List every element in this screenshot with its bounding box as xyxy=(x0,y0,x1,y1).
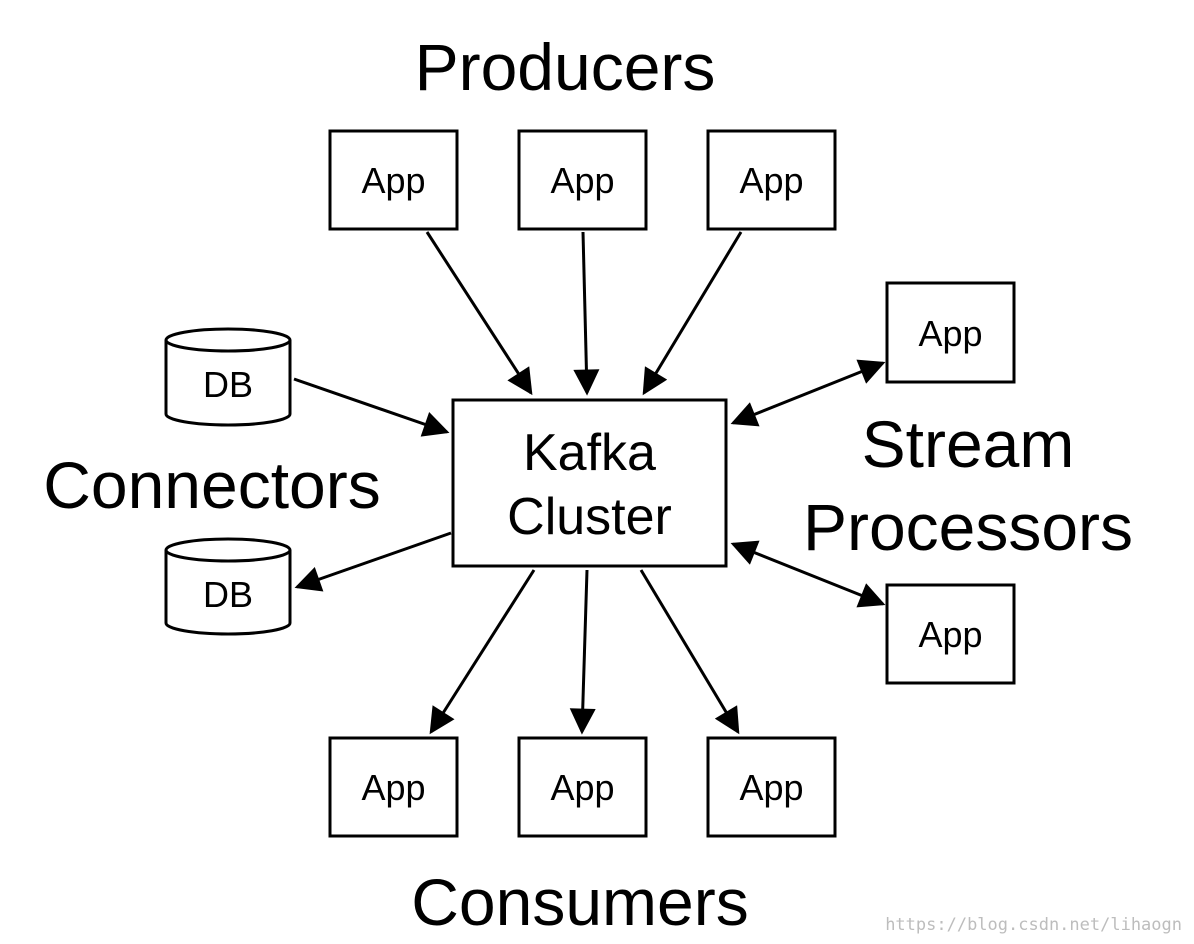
consumers-label: Consumers xyxy=(411,865,748,939)
db-sink-label: DB xyxy=(203,574,253,615)
producers-label: Producers xyxy=(415,30,716,104)
producer-app-1-label: App xyxy=(361,160,425,201)
edge-producer-2-to-cluster xyxy=(573,231,600,396)
edge-cluster-stream-top xyxy=(730,359,886,427)
consumer-app-3: App xyxy=(706,736,837,838)
consumer-app-1: App xyxy=(328,736,459,838)
producer-app-2-label: App xyxy=(550,160,614,201)
edge-cluster-to-db-sink xyxy=(294,531,452,592)
kafka-cluster: Kafka Cluster xyxy=(451,398,728,568)
db-source-label: DB xyxy=(203,364,253,405)
consumer-app-2-label: App xyxy=(550,767,614,808)
stream-app-top: App xyxy=(885,281,1016,384)
edge-db-source-to-cluster xyxy=(293,377,450,437)
db-sink-cylinder: DB xyxy=(164,537,292,636)
producer-app-2: App xyxy=(517,129,648,231)
stream-processors-label-line2: Processors xyxy=(803,490,1133,564)
producer-app-3-label: App xyxy=(739,160,803,201)
edge-cluster-to-consumer-2 xyxy=(569,569,596,735)
consumer-app-3-label: App xyxy=(739,767,803,808)
edge-producer-1-to-cluster xyxy=(425,231,533,396)
producer-app-1: App xyxy=(328,129,459,231)
edge-cluster-to-consumer-3 xyxy=(639,569,740,735)
stream-app-bottom: App xyxy=(885,583,1016,685)
kafka-cluster-label-line2: Cluster xyxy=(507,488,672,546)
edge-producer-3-to-cluster xyxy=(642,231,743,396)
edge-cluster-stream-bottom xyxy=(730,540,886,608)
stream-processors-label-line1: Stream xyxy=(862,407,1075,481)
producer-app-3: App xyxy=(706,129,837,231)
consumer-app-2: App xyxy=(517,736,648,838)
stream-app-top-label: App xyxy=(918,313,982,354)
edge-cluster-to-consumer-1 xyxy=(429,569,536,735)
kafka-cluster-label-line1: Kafka xyxy=(523,424,656,482)
db-source-cylinder: DB xyxy=(164,327,292,427)
stream-app-bottom-label: App xyxy=(918,614,982,655)
edges xyxy=(293,231,886,735)
watermark-text: https://blog.csdn.net/lihaogn xyxy=(885,915,1182,935)
connectors-label: Connectors xyxy=(43,448,381,522)
consumer-app-1-label: App xyxy=(361,767,425,808)
